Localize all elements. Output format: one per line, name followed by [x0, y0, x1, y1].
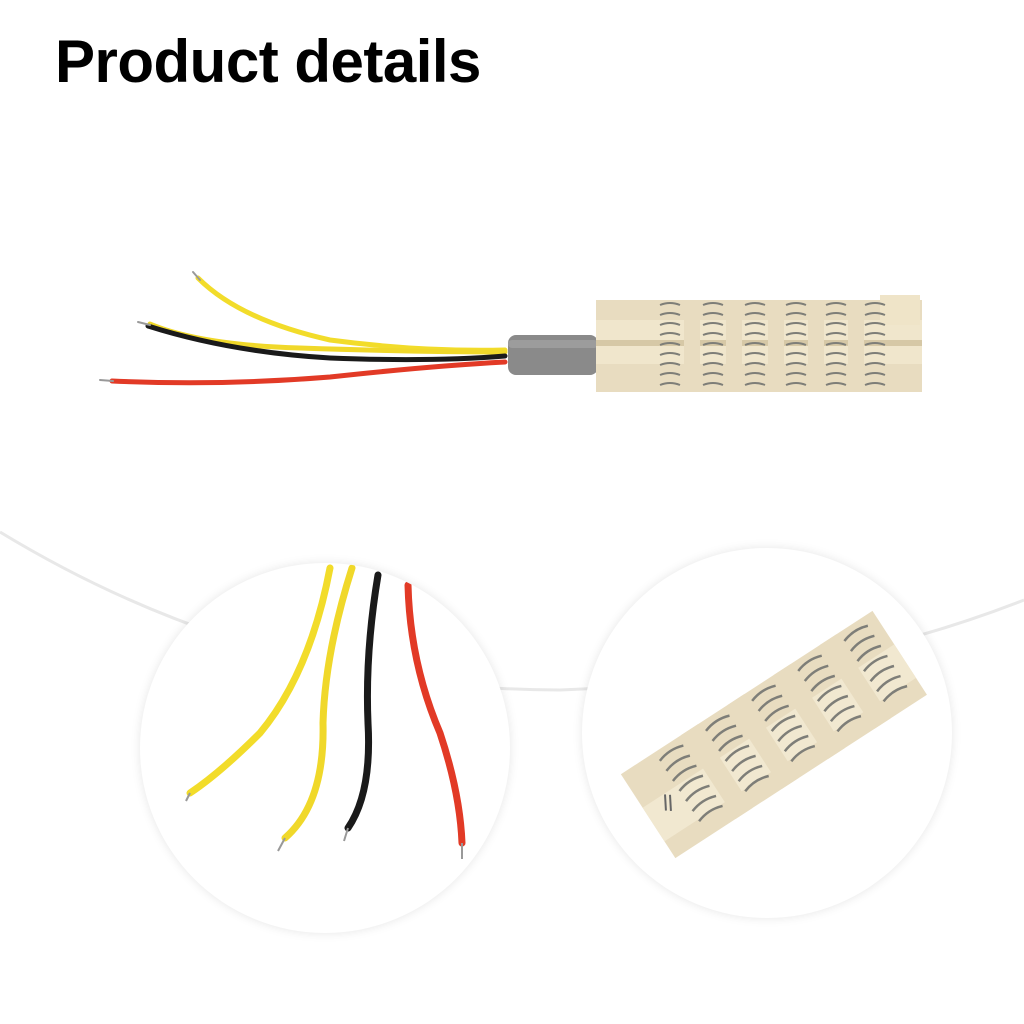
wire-bundle	[99, 271, 508, 386]
ceramic-core	[596, 295, 922, 392]
coil-closeup-image	[620, 610, 927, 859]
detail-circle-coil	[582, 548, 952, 918]
page-title: Product details	[55, 28, 481, 95]
wires-closeup-image	[185, 564, 466, 859]
product-main-image	[99, 271, 922, 392]
detail-circle-wires	[140, 563, 510, 933]
coils	[659, 302, 886, 386]
